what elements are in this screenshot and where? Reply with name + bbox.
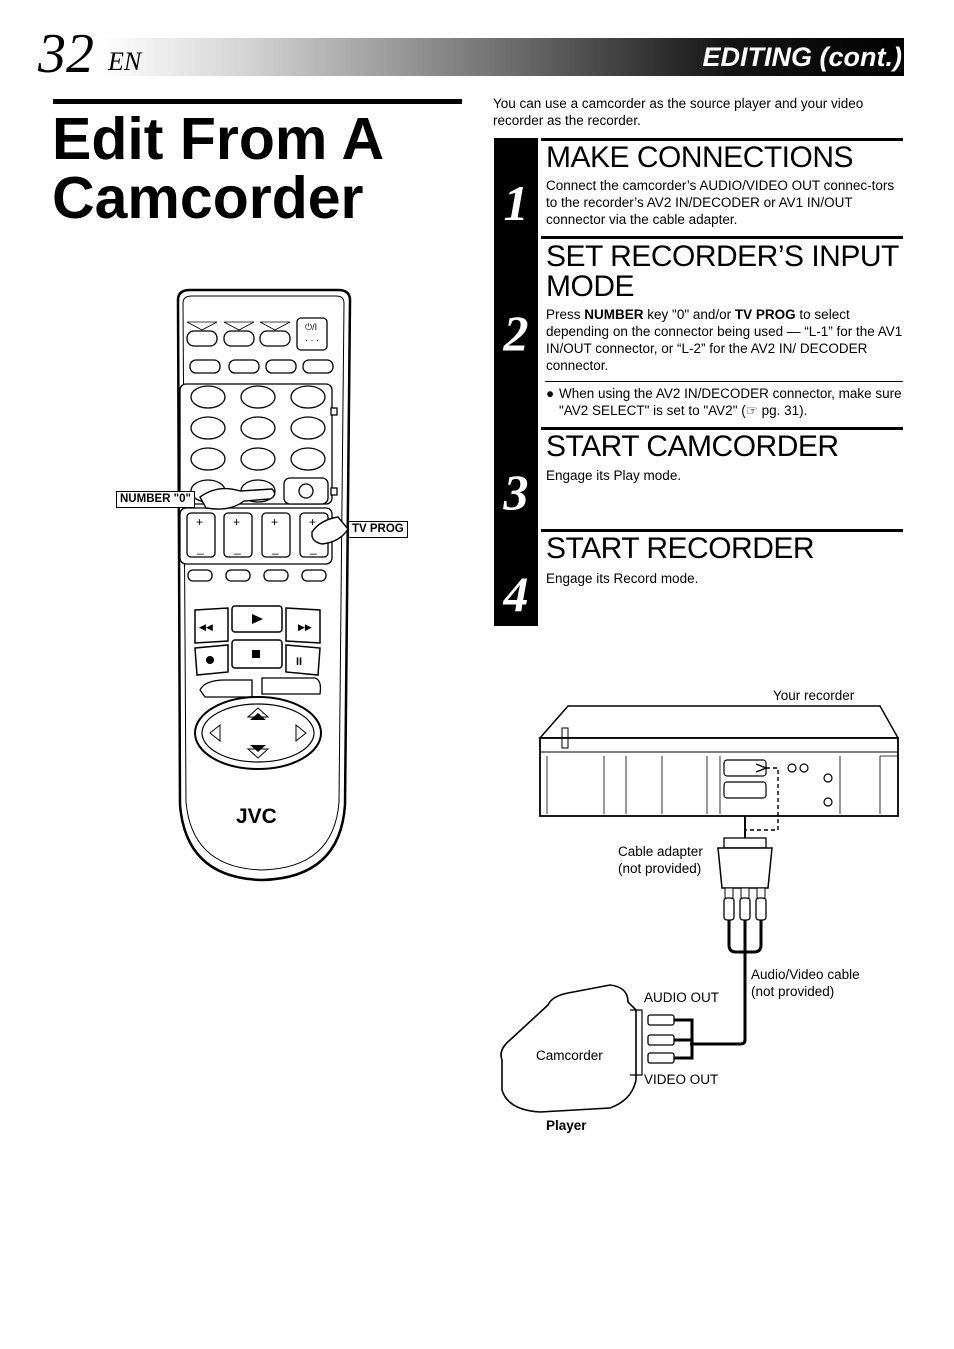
audio-out-label: AUDIO OUT <box>644 990 720 1005</box>
step-2-body-text: to select depending on the connector bei… <box>546 307 903 373</box>
number-key-label: NUMBER <box>584 307 644 322</box>
adapter-label-line-1: Cable adapter <box>618 844 703 859</box>
page-number: 32 <box>38 23 94 85</box>
svg-text:+: + <box>233 515 240 529</box>
title-rule <box>53 99 462 104</box>
step-2-body-text: key "0" and/or <box>643 307 735 322</box>
step-4-number: 4 <box>503 566 529 622</box>
svg-text:◀◀: ◀◀ <box>199 622 213 632</box>
step-1-rule <box>541 138 903 141</box>
callout-tv-prog: TV PROG <box>348 521 408 538</box>
header-bar <box>100 38 904 76</box>
step-number-bar: 1 2 3 4 <box>494 138 538 626</box>
svg-text:II: II <box>296 656 302 668</box>
camcorder-label: Camcorder <box>536 1048 603 1063</box>
adapter-label-line-2: (not provided) <box>618 861 702 876</box>
intro-text: You can use a camcorder as the source pl… <box>493 96 864 128</box>
step-3-heading: START CAMCORDER <box>546 430 839 463</box>
step-3-body: Engage its Play mode. <box>546 468 682 483</box>
page-language: EN <box>108 47 142 76</box>
svg-text:+: + <box>309 515 316 529</box>
cable-adapter-illustration <box>717 816 773 921</box>
video-out-label: VIDEO OUT <box>644 1072 719 1087</box>
svg-text:+: + <box>196 515 203 529</box>
bullet-icon: ● <box>546 386 555 401</box>
step-2-number: 2 <box>503 305 529 361</box>
step-4-heading: START RECORDER <box>546 532 815 565</box>
jvc-logo: JVC <box>236 805 277 828</box>
svg-text:_: _ <box>271 541 279 555</box>
svg-text:_: _ <box>233 541 241 555</box>
step-2-rule <box>541 236 903 239</box>
connection-diagram <box>500 705 900 1113</box>
step-2-heading: SET RECORDER’S INPUT MODE <box>546 240 899 303</box>
remote-control-illustration: ⏻/I · · · ++++ ____ I <box>176 288 352 882</box>
step-3-number: 3 <box>503 464 529 520</box>
step-4-rule <box>541 529 903 532</box>
step-1-number: 1 <box>503 175 529 231</box>
step-2-body: Press NUMBER key "0" and/or TV PROG to s… <box>546 306 904 374</box>
recorder-illustration <box>538 705 900 831</box>
svg-text:· · ·: · · · <box>305 335 319 345</box>
recorder-label: Your recorder <box>773 688 855 703</box>
svg-text:_: _ <box>309 541 317 555</box>
step-2-note: ● When using the AV2 IN/DECODER connector… <box>546 385 904 419</box>
step-2-note-text: When using the AV2 IN/DECODER connector,… <box>559 386 902 418</box>
cable-label-line-2: (not provided) <box>751 984 835 999</box>
page-title-line-1: Edit From A <box>52 106 385 172</box>
pointing-hand-icon <box>311 516 349 545</box>
step-4-body: Engage its Record mode. <box>546 571 699 586</box>
player-label: Player <box>546 1118 587 1133</box>
cable-label-line-1: Audio/Video cable <box>751 967 860 982</box>
svg-text:+: + <box>271 515 278 529</box>
callout-number-0: NUMBER "0" <box>116 491 195 508</box>
pointing-hand-icon <box>199 487 276 510</box>
svg-text:▶▶: ▶▶ <box>298 622 312 632</box>
page-title: Edit From A Camcorder <box>52 110 482 228</box>
step-2-body-text: Press <box>546 307 585 322</box>
section-title: EDITING (cont.) <box>702 42 902 72</box>
tv-prog-key-label: TV PROG <box>734 307 796 322</box>
step-3-rule <box>541 427 903 430</box>
step-2-note-rule <box>545 381 903 382</box>
step-1-heading: MAKE CONNECTIONS <box>546 141 854 174</box>
camcorder-illustration <box>500 984 637 1113</box>
page-title-line-2: Camcorder <box>52 165 364 231</box>
step-1-body: Connect the camcorder’s AUDIO/VIDEO OUT … <box>546 178 895 227</box>
svg-text:⏻/I: ⏻/I <box>305 322 317 332</box>
svg-text:_: _ <box>196 541 204 555</box>
